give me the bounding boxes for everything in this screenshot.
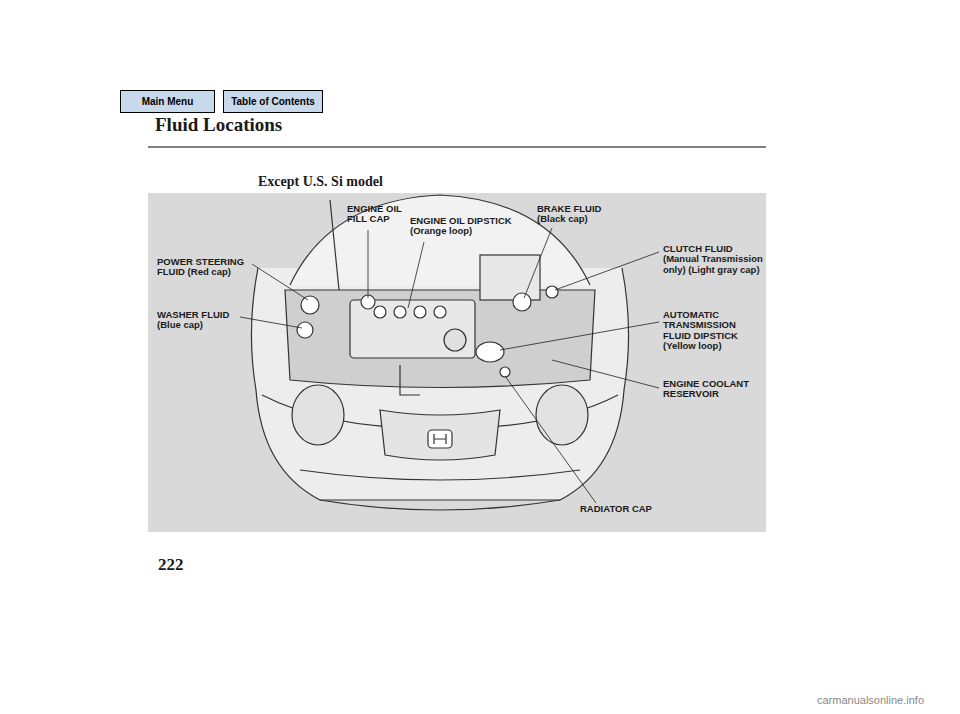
callout-label: ENGINE OIL DIPSTICK (Orange loop) [410, 216, 528, 237]
coil [414, 306, 426, 318]
coil [394, 306, 406, 318]
callout-label: BRAKE FLUID (Black cap) [537, 204, 613, 225]
clutch-reservoir [546, 286, 558, 298]
car-outline [251, 195, 628, 510]
figure-panel [148, 193, 766, 532]
leader-line [505, 376, 596, 503]
nav-button: Main Menu [120, 90, 215, 113]
leader-line [552, 360, 659, 388]
callout-label: POWER STEERING FLUID (Red cap) [157, 257, 253, 278]
callout-label: CLUTCH FLUID (Manual Transmission only) … [663, 244, 763, 275]
leader-line [408, 242, 424, 308]
grille [380, 410, 500, 460]
spoiler [320, 500, 560, 510]
hood-strut [330, 200, 340, 300]
leader-line [368, 230, 369, 298]
throttle-body [444, 329, 466, 351]
callout-label: WASHER FLUID (Blue cap) [157, 310, 237, 331]
leader-line [524, 228, 552, 298]
button-text: Main Menu [142, 96, 194, 107]
button-text: Table of Contents [231, 96, 315, 107]
leader-line [500, 322, 659, 350]
engine-bay [285, 290, 595, 388]
leader-line [240, 317, 302, 328]
coolant-reservoir [476, 342, 504, 362]
callout-label: ENGINE COOLANT RESERVOIR [663, 379, 759, 400]
lower-bumper [300, 470, 580, 480]
title-rule [148, 147, 766, 148]
car-body [251, 268, 628, 500]
coil [374, 306, 386, 318]
callout-label: AUTOMATIC TRANSMISSION FLUID DIPSTICK (Y… [663, 310, 755, 352]
leader-line [555, 252, 659, 290]
washer-reservoir [297, 322, 313, 338]
leader-line [252, 264, 308, 300]
emblem [428, 430, 452, 448]
power-steering-reservoir [301, 296, 319, 314]
left-headlight [292, 385, 344, 445]
nav-button: Table of Contents [223, 90, 323, 113]
right-headlight [536, 385, 588, 445]
section-subtitle: Except U.S. Si model [258, 174, 383, 189]
emblem-mark [434, 434, 446, 444]
leader-lines [240, 228, 659, 503]
battery-box [480, 255, 540, 300]
radiator-cap [500, 367, 510, 377]
callout-label: ENGINE OIL FILL CAP [347, 204, 419, 225]
page-title: Fluid Locations [155, 114, 282, 136]
watermark: carmanualsonline.info [817, 694, 924, 706]
page-number: 222 [158, 556, 184, 575]
brake-reservoir [513, 293, 531, 311]
bay-detail [400, 365, 420, 395]
callout-label: RADIATOR CAP [580, 504, 652, 514]
coil [434, 306, 446, 318]
